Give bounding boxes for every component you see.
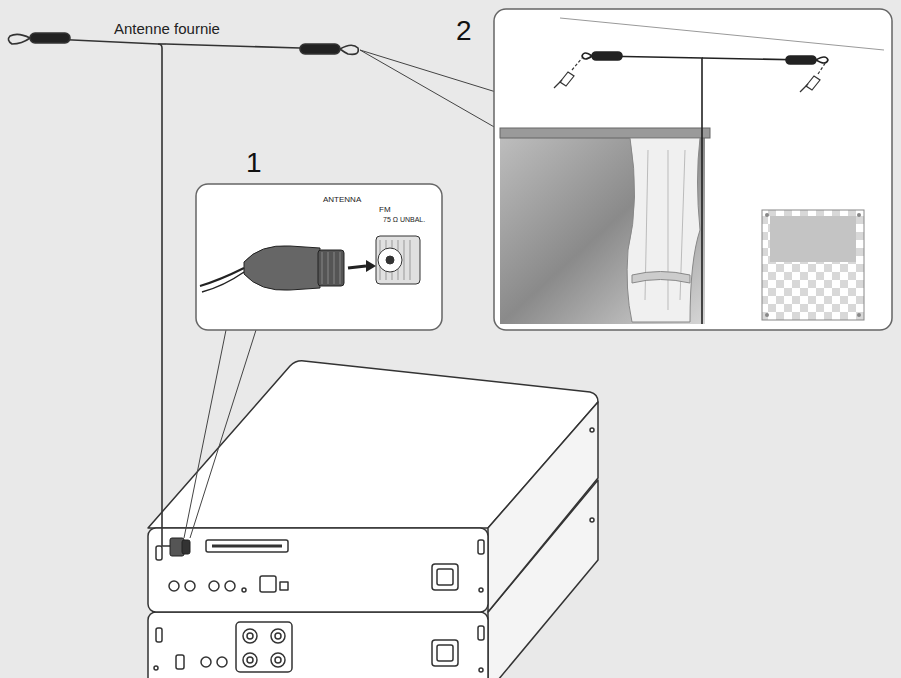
leader-lines bbox=[184, 50, 496, 538]
port-label: ANTENNA bbox=[323, 196, 361, 205]
port-label: FM bbox=[379, 206, 391, 215]
stacked-units bbox=[148, 361, 598, 678]
callout-number: 1 bbox=[246, 148, 262, 179]
wall-mount-inset bbox=[494, 9, 892, 330]
callout-number: 2 bbox=[456, 16, 472, 47]
connector-inset bbox=[196, 184, 442, 330]
port-label: 75 Ω UNBAL. bbox=[383, 216, 425, 224]
antenna-plug bbox=[170, 538, 190, 556]
part-name: Antenne fournie bbox=[114, 21, 220, 38]
